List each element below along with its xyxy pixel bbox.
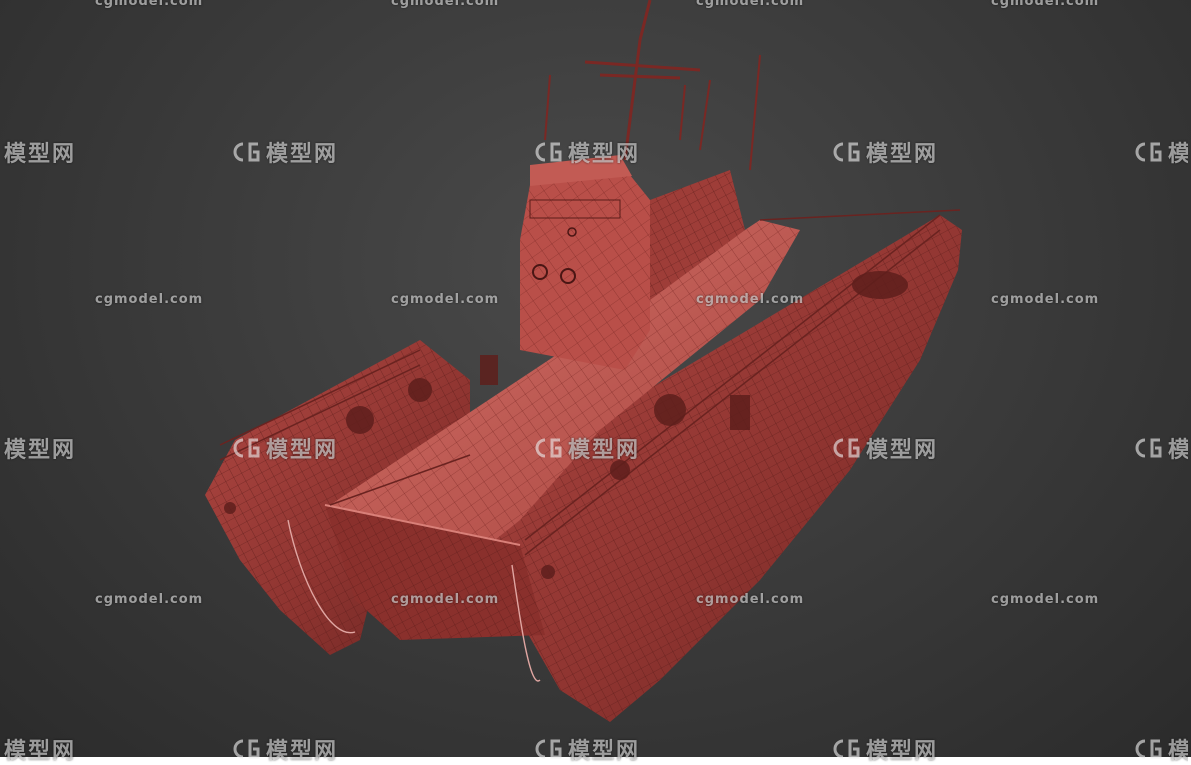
mast bbox=[544, 0, 761, 171]
stern-ramp bbox=[324, 504, 545, 640]
superstructure bbox=[520, 155, 745, 370]
starboard-hull bbox=[455, 215, 962, 722]
deck-equipment bbox=[224, 271, 908, 579]
cables bbox=[287, 519, 541, 682]
port-hull bbox=[205, 340, 470, 655]
well-deck bbox=[330, 220, 800, 560]
